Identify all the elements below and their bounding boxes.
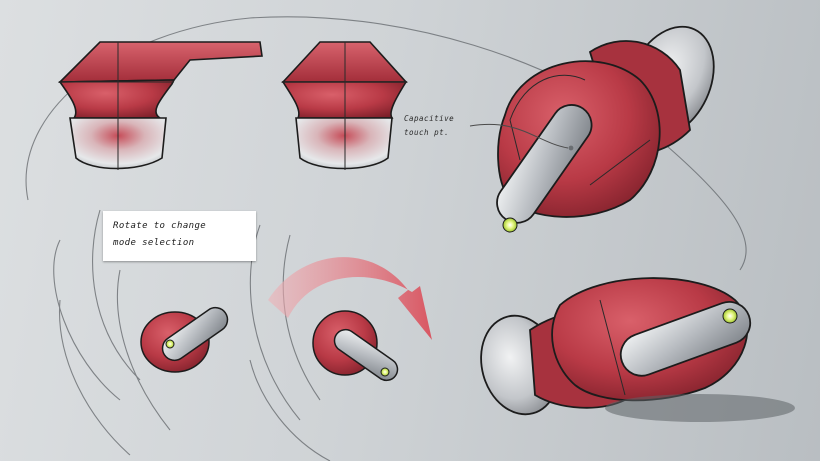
ground-shadow <box>605 394 795 422</box>
rotate-note-line-2: mode selection <box>113 238 195 248</box>
earbud-front-view-small-right <box>312 310 399 382</box>
callout-leader <box>469 124 569 149</box>
callout-line-1: Capacitive <box>404 114 455 123</box>
earbud-perspective-bottom <box>480 277 752 416</box>
earbud-side-view <box>281 41 408 170</box>
rotate-note-line-1: Rotate to change <box>113 221 207 231</box>
rotate-arrow <box>268 257 432 340</box>
earbud-perspective-top <box>496 25 715 233</box>
earbud-front-view-small-left <box>140 306 229 373</box>
earbud-side-view-stem <box>58 41 263 170</box>
capacitive-touch-callout: Capacitive touch pt. <box>404 112 454 140</box>
callout-line-2: touch pt. <box>404 128 450 137</box>
rotate-note-card: Rotate to change mode selection <box>103 211 256 261</box>
